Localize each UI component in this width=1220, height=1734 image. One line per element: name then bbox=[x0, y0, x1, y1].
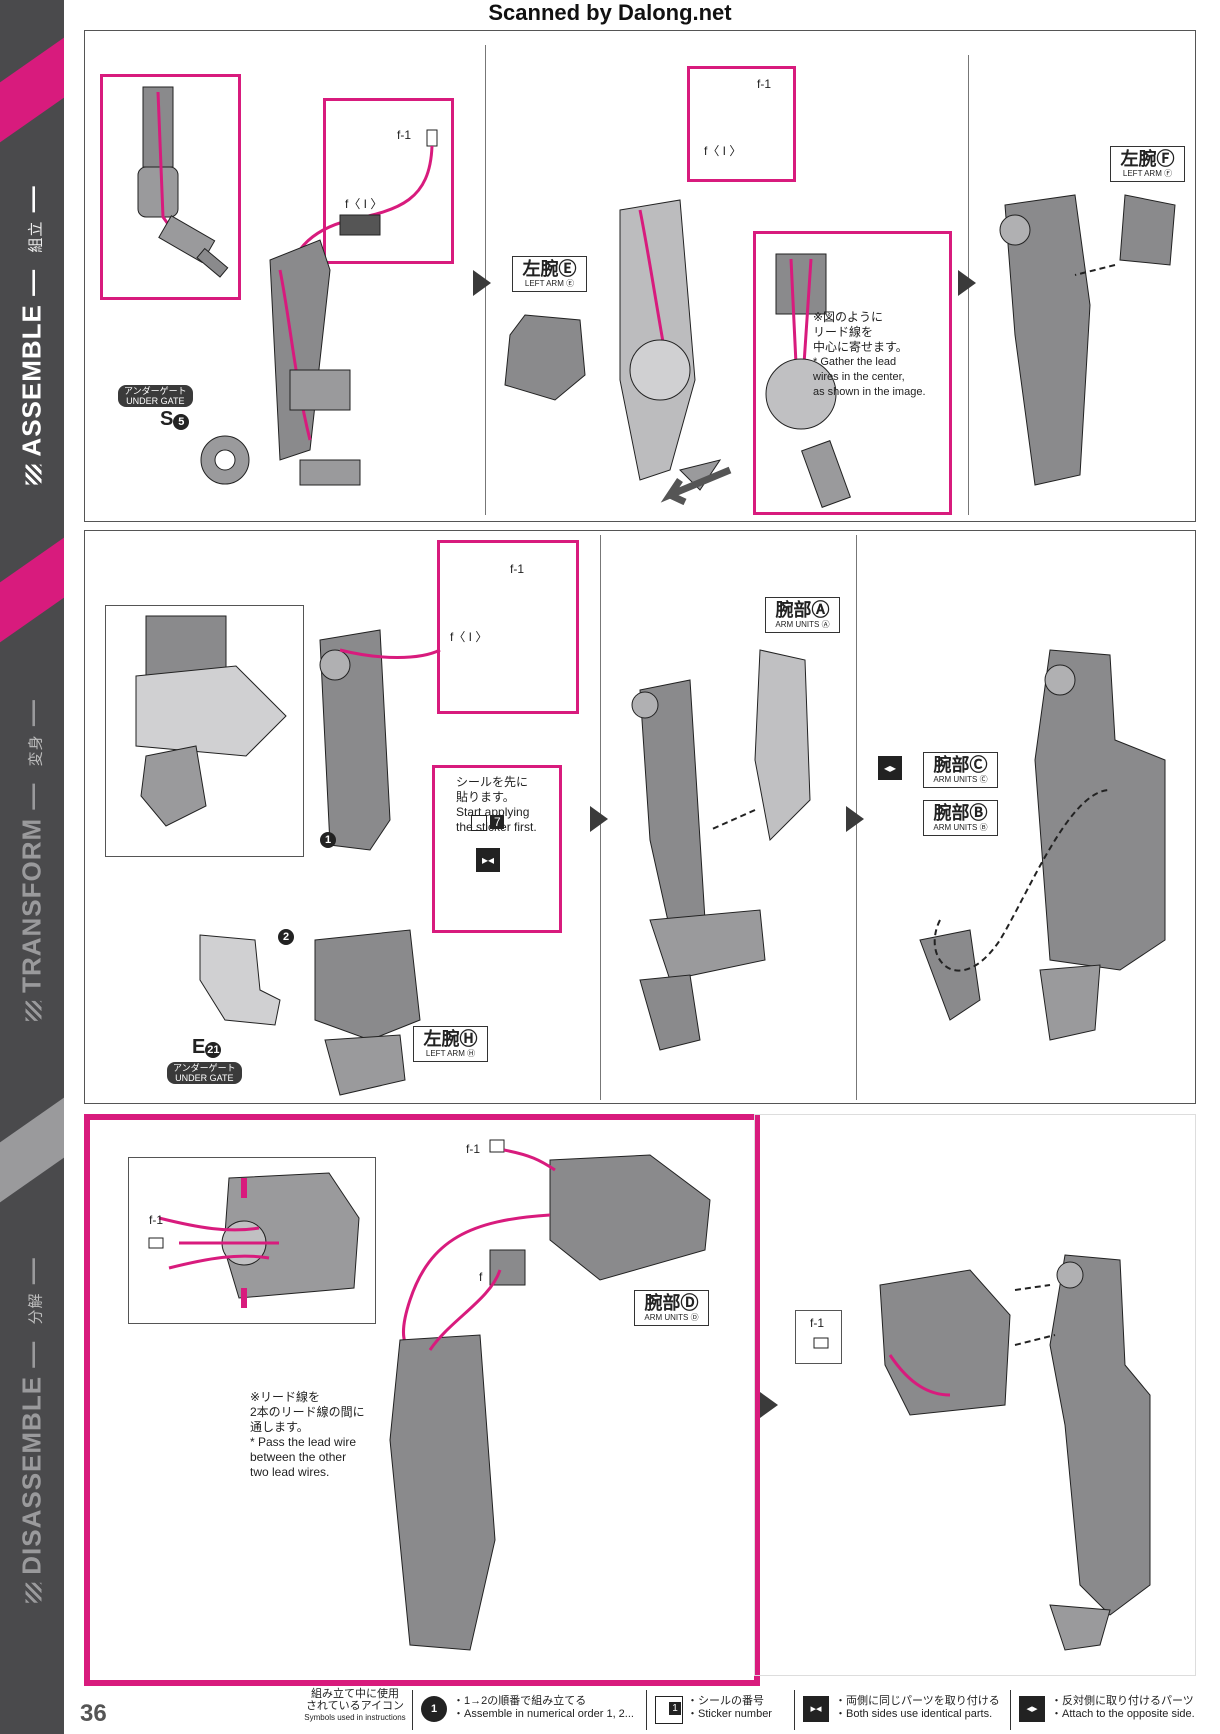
left-arm-assembly-drawing bbox=[269, 129, 438, 486]
step-arrow bbox=[846, 806, 864, 832]
sticker-number-badge: 7 bbox=[471, 815, 505, 831]
left-arm-f-drawing bbox=[999, 194, 1176, 486]
step-badge-1: 1 bbox=[320, 830, 336, 848]
left-arm-h-drawing bbox=[314, 629, 441, 1096]
wire-pass-detail-drawing bbox=[148, 1172, 360, 1308]
watermark: Scanned by Dalong.net bbox=[488, 0, 732, 25]
wire-label-fi: f〈 I 〉 bbox=[345, 197, 383, 211]
legend-numerical-order: 1 ・1→2の順番で組み立てる・Assemble in numerical or… bbox=[412, 1690, 643, 1730]
wire-routing-detail-drawing bbox=[765, 253, 851, 508]
legend-both-sides: ▸◂ ・両側に同じパーツを取り付ける・Both sides use identi… bbox=[794, 1690, 1000, 1730]
legend-title: 組み立て中に使用 されているアイコン Symbols used in instr… bbox=[304, 1688, 406, 1722]
detail-inset bbox=[128, 1157, 376, 1324]
rotate-arrow bbox=[660, 466, 732, 506]
upper-arm-drawing bbox=[619, 199, 722, 491]
wire-label-fi: f〈 I 〉 bbox=[704, 144, 742, 158]
both-sides-icon: ▸◂ bbox=[476, 848, 500, 872]
arm-joint-detail-drawing bbox=[137, 86, 229, 278]
step-arrow bbox=[590, 806, 608, 832]
wire-label-f1: f-1 bbox=[149, 1213, 164, 1227]
sidebar-accent-stripe bbox=[0, 537, 64, 643]
arm-units-a-drawing bbox=[631, 649, 811, 1051]
arm-units-b-drawing bbox=[919, 649, 1166, 1041]
wire-label-f1: f-1 bbox=[810, 1316, 825, 1330]
wire-callout bbox=[323, 98, 454, 264]
section-label-assemble: ASSEMBLE — 組立 — bbox=[17, 185, 48, 485]
hatch-icon bbox=[25, 464, 42, 485]
wire-label-f1: f-1 bbox=[466, 1142, 481, 1156]
wire-label-f1: f-1 bbox=[397, 128, 412, 142]
forearm-disassemble-drawing bbox=[389, 1139, 711, 1651]
wire-label-fi: f〈 I 〉 bbox=[450, 630, 488, 644]
hatch-icon bbox=[25, 1582, 42, 1603]
hatch-icon bbox=[25, 1000, 42, 1021]
step-number-icon: 1 bbox=[421, 1696, 447, 1722]
step-arrow bbox=[760, 1392, 778, 1418]
detail-callout bbox=[100, 74, 241, 300]
arm-cover-part-drawing bbox=[504, 314, 586, 401]
section-label-disassemble: DISASSEMBLE — 分解 — bbox=[17, 1257, 48, 1603]
legend-sticker-number: 1 ・シールの番号・Sticker number bbox=[646, 1690, 792, 1730]
sticker-icon bbox=[471, 815, 487, 831]
step-badge-2: 2 bbox=[278, 927, 294, 945]
disassemble-step-panel bbox=[84, 1114, 760, 1686]
wire-label-f1: f-1 bbox=[510, 562, 525, 576]
sidebar-accent-stripe bbox=[0, 1097, 64, 1203]
wire-callout bbox=[437, 540, 579, 714]
wire-label-f1: f-1 bbox=[757, 77, 772, 91]
wire-gather-note: ※図のようにリード線を中心に寄せます。 * Gather the lead wi… bbox=[813, 310, 926, 398]
hand-cover-detail-drawing bbox=[135, 615, 287, 827]
detail-callout bbox=[753, 231, 952, 515]
step-row-3 bbox=[754, 1114, 1196, 1676]
sidebar-accent-stripe bbox=[0, 37, 64, 143]
step-row-1 bbox=[84, 30, 1196, 522]
wire-callout bbox=[687, 66, 796, 182]
hand-cover-part-drawing bbox=[199, 934, 281, 1026]
opposite-side-icon: ◂▸ bbox=[878, 756, 902, 780]
page-number: 36 bbox=[80, 1700, 107, 1727]
step-arrow bbox=[473, 270, 491, 296]
arm-final-assembly-drawing bbox=[879, 1254, 1151, 1651]
step-row-2 bbox=[84, 530, 1196, 1104]
wire-connector-inset bbox=[795, 1310, 842, 1364]
section-label-transform: TRANSFORM — 変身 — bbox=[17, 699, 48, 1021]
connector-icon bbox=[813, 1337, 829, 1349]
both-sides-icon: ▸◂ bbox=[803, 1696, 829, 1722]
detail-inset bbox=[105, 605, 304, 857]
sidebar bbox=[0, 0, 64, 1734]
opposite-side-icon: ◂▸ bbox=[1019, 1696, 1045, 1722]
joint-part-drawing bbox=[200, 435, 250, 485]
sticker-icon bbox=[655, 1696, 683, 1724]
legend-opposite-side: ◂▸ ・反対側に取り付けるパーツ・Attach to the opposite … bbox=[1010, 1690, 1211, 1730]
step-arrow bbox=[958, 270, 976, 296]
